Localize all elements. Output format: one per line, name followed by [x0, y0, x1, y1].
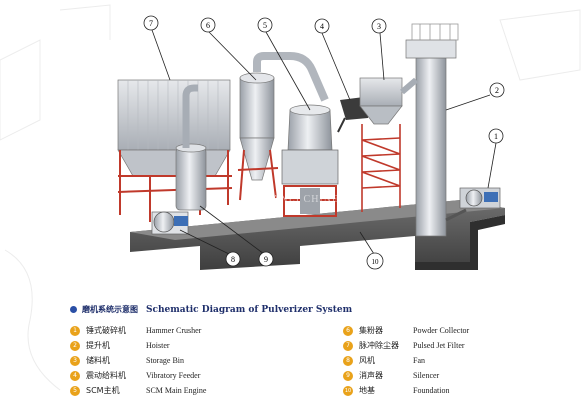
leader-lines — [151, 29, 497, 255]
callout-10-label: 10 — [372, 258, 380, 266]
callout-5-label: 5 — [263, 21, 267, 30]
legend-item: 3 储料机 Storage Bin — [70, 355, 184, 369]
bullet-dot-icon — [70, 306, 77, 313]
callout-8: 8 — [225, 251, 241, 267]
callout-8-label: 8 — [231, 255, 235, 264]
watermark-text: SANLI CHINERY — [266, 194, 355, 205]
pulsed-jet-filter — [117, 79, 233, 222]
scm-main-engine — [281, 104, 339, 217]
legend-item: 1 锤式破碎机 Hammer Crusher — [70, 325, 201, 339]
legend-number: 3 — [70, 355, 80, 366]
callout-2-label: 2 — [495, 86, 499, 95]
callout-5: 5 — [257, 17, 273, 33]
callouts: 1 2 3 4 5 6 7 8 — [143, 15, 505, 270]
legend-item: 5 SCM主机 SCM Main Engine — [70, 385, 206, 399]
legend-en: Pulsed Jet Filter — [413, 341, 465, 350]
legend-en: Hoister — [146, 341, 170, 350]
legend-item: 4 震动给料机 Vibratory Feeder — [70, 370, 200, 384]
callout-3-label: 3 — [377, 22, 381, 31]
legend-en: SCM Main Engine — [146, 386, 207, 395]
legend-cn: SCM主机 — [86, 386, 120, 395]
legend-number: 6 — [343, 325, 353, 336]
legend-item: 9 消声器 Silencer — [343, 370, 439, 384]
legend-cn: 锤式破碎机 — [86, 326, 126, 335]
callout-7-label: 7 — [149, 19, 153, 28]
legend-number: 2 — [70, 340, 80, 351]
callout-6: 6 — [200, 17, 216, 33]
foundation — [130, 200, 505, 270]
legend-item: 10 地基 Foundation — [343, 385, 449, 399]
legend-cn: 脉冲除尘器 — [359, 341, 399, 350]
legend-number: 1 — [70, 325, 80, 336]
callout-3: 3 — [371, 18, 387, 34]
callout-9: 9 — [258, 251, 274, 267]
legend-en: Storage Bin — [146, 356, 184, 365]
legend-en: Hammer Crusher — [146, 326, 202, 335]
legend-item: 8 风机 Fan — [343, 355, 425, 369]
callout-9-label: 9 — [264, 255, 268, 264]
legend-en: Vibratory Feeder — [146, 371, 201, 380]
callout-2: 2 — [489, 82, 505, 98]
legend-cn: 风机 — [359, 356, 375, 365]
fan — [151, 211, 189, 235]
legend-number: 4 — [70, 370, 80, 381]
legend-cn: 震动给料机 — [86, 371, 126, 380]
legend-title-cn: 磨机系统示意图 — [82, 305, 138, 314]
legend-title-en: Schematic Diagram of Pulverizer System — [146, 305, 353, 315]
callout-6-label: 6 — [206, 21, 210, 30]
storage-bin — [359, 77, 403, 212]
callout-4-label: 4 — [320, 22, 324, 31]
legend-en: Fan — [413, 356, 425, 365]
legend-en: Foundation — [413, 386, 450, 395]
powder-collector — [237, 52, 329, 201]
legend-cn: 提升机 — [86, 341, 110, 350]
legend-number: 10 — [343, 385, 353, 396]
legend-number: 7 — [343, 340, 353, 351]
callout-7: 7 — [143, 15, 159, 31]
legend-cn: 储料机 — [86, 356, 110, 365]
legend-number: 8 — [343, 355, 353, 366]
callout-10: 10 — [366, 252, 384, 270]
legend-cn: 消声器 — [359, 371, 383, 380]
legend-item: 7 脉冲除尘器 Pulsed Jet Filter — [343, 340, 465, 354]
legend-cn: 地基 — [359, 386, 375, 395]
legend-number: 9 — [343, 370, 353, 381]
callout-1: 1 — [488, 128, 504, 144]
legend-en: Powder Collector — [413, 326, 470, 335]
legend-item: 6 集粉器 Powder Collector — [343, 325, 469, 339]
callout-1-label: 1 — [494, 132, 498, 141]
hoister — [400, 23, 459, 237]
silencer — [175, 84, 207, 211]
hammer-crusher — [445, 187, 501, 222]
legend-en: Silencer — [413, 371, 440, 380]
callout-4: 4 — [314, 18, 330, 34]
legend-title: 磨机系统示意图 Schematic Diagram of Pulverizer S… — [70, 304, 352, 315]
legend-item: 2 提升机 Hoister — [70, 340, 170, 354]
background-sketch — [0, 4, 581, 391]
legend-cn: 集粉器 — [359, 326, 383, 335]
legend-number: 5 — [70, 385, 80, 396]
